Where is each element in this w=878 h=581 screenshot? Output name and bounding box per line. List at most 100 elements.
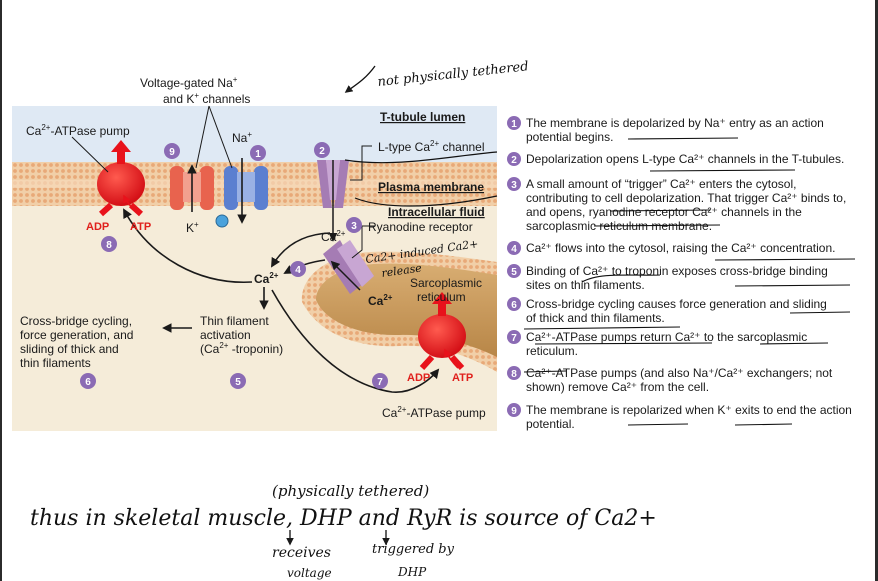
step-badge [507,152,521,166]
badge-4: 4 [290,261,306,277]
ca-atpase-pump-bottom [418,292,466,371]
step-number: 5 [511,267,517,278]
step-text-line: Ca²⁺-ATPase pumps return Ca²⁺ to the sar… [526,330,807,344]
label-ca-sr: Ca2+ [368,293,393,308]
step-text-line: of thick and thin filaments. [526,311,665,325]
label-ca-trigger: Ca2+ [321,229,346,244]
label-sarcoplasmic: Sarcoplasmic [410,276,482,290]
step-badge [507,366,521,380]
badge-6: 6 [80,373,96,389]
step-text-line: potential begins. [526,130,613,144]
hand-triggered-by: triggered by [372,542,455,557]
step-text-line: shown) remove Ca²⁺ from the cell. [526,380,709,394]
step-text-line: Ca²⁺ flows into the cytosol, raising the… [526,241,835,255]
right-frame-edge [875,0,878,581]
label-intracellular-fluid: Intracellular fluid [388,205,485,219]
step-number: 6 [511,300,517,311]
badge-7: 7 [372,373,388,389]
svg-text:2: 2 [319,146,325,157]
step-item: 4 Ca²⁺ flows into the cytosol, raising th… [507,241,835,255]
badge-3: 3 [346,217,362,233]
badge-2: 2 [314,142,330,158]
hand-voltage: voltage [287,566,332,580]
label-k: K+ [186,220,199,235]
step-item: 6 Cross-bridge cycling causes force gener… [507,297,827,325]
step-list: 1 The membrane is depolarized by Na⁺ entr… [507,116,852,431]
step-item: 7 Ca²⁺-ATPase pumps return Ca²⁺ to the sa… [507,330,807,358]
ca-atpase-pump-top [97,140,145,217]
step-text-line: Binding of Ca²⁺ to troponin exposes cros… [526,264,828,278]
step-badge [507,241,521,255]
step-text-line: The membrane is repolarized when K⁺ exit… [526,403,852,417]
step-item: 1 The membrane is depolarized by Na⁺ entr… [507,116,824,144]
na-channel [215,158,268,228]
badge-5: 5 [230,373,246,389]
svg-text:5: 5 [235,377,241,388]
step-text-line: Depolarization opens L-type Ca²⁺ channel… [526,152,844,166]
label-plasma-membrane: Plasma membrane [378,180,484,194]
svg-text:8: 8 [106,240,112,251]
atp-arrow-bottom [444,348,459,369]
handwritten-annotations: not physically tethered Ca2+ induced Ca2… [30,59,657,580]
hand-physically-tethered: (physically tethered) [272,482,429,500]
svg-text:4: 4 [295,265,301,276]
label-ryanodine-receptor: Ryanodine receptor [368,220,473,234]
step-badge [507,403,521,417]
label-thin-filament-2: activation [200,328,251,342]
label-adp-bottom: ADP [407,372,430,384]
badge-8: 8 [101,236,117,252]
hand-dhp: DHP [397,565,427,579]
label-voltage-gated: Voltage-gated Na+ [140,75,238,90]
label-thin-filament-1: Thin filament [200,314,269,328]
step-badge [507,116,521,130]
step-number: 1 [511,119,517,130]
step-text-line: A small amount of “trigger” Ca²⁺ enters … [526,177,796,191]
step-text-line: Ca²⁺-ATPase pumps (and also Na⁺/Ca²⁺ exc… [526,366,833,380]
hand-not-tethered: not physically tethered [377,59,529,90]
label-l-type-channel: L-type Ca2+ channel [378,139,485,154]
label-thin-filament-3: (Ca2+ -troponin) [200,341,283,356]
svg-text:6: 6 [85,377,91,388]
step-text-line: Cross-bridge cycling causes force genera… [526,297,827,311]
label-ca-atpase-top: Ca2+-ATPase pump [26,123,130,138]
l-type-ca-channel [317,160,349,242]
label-atp-bottom: ATP [452,372,473,384]
step-number: 7 [511,333,517,344]
label-leader-lines [71,105,375,259]
step-badge [507,264,521,278]
pathway-arrows [123,208,440,393]
ryanodine-receptor [323,240,374,294]
label-cross-bridge-1: Cross-bridge cycling, [20,314,132,328]
step-item: 9 The membrane is repolarized when K⁺ exi… [507,403,852,431]
step-item: 3 A small amount of “trigger” Ca²⁺ enters… [507,177,846,233]
label-cross-bridge-3: sliding of thick and [20,342,119,356]
step-number: 2 [511,155,517,166]
step-text-line: contributing to cell depolarization. Tha… [526,191,846,205]
step-badge [507,177,521,191]
step-text-line: The membrane is depolarized by Na⁺ entry… [526,116,824,130]
label-reticulum: reticulum [417,290,466,304]
step-badge [507,297,521,311]
handwritten-underlines [523,137,856,426]
step-number: 9 [511,406,517,417]
atp-arrow-top [123,194,139,215]
badge-9: 9 [164,143,180,159]
hand-main-line: thus in skeletal muscle, DHP and RyR is … [30,506,657,531]
step-number: 4 [511,244,517,255]
step-text-line: and opens, ryanodine receptor Ca²⁺ chann… [526,205,802,219]
step-text-line: reticulum. [526,344,578,358]
step-text-line: potential. [526,417,575,431]
hand-receives: receives [272,545,331,561]
hand-release: release [381,261,423,280]
step-badge [507,330,521,344]
label-ca-cytosol: Ca2+ [254,271,279,286]
step-number: 3 [511,180,517,191]
svg-text:3: 3 [351,221,357,232]
left-frame-edge [0,0,2,581]
label-cross-bridge-2: force generation, and [20,328,133,342]
label-t-tubule-lumen: T-tubule lumen [380,110,465,124]
label-cross-bridge-4: thin filaments [20,356,91,370]
label-and-k: and K+ channels [163,91,250,106]
label-atp-top: ATP [130,221,151,233]
